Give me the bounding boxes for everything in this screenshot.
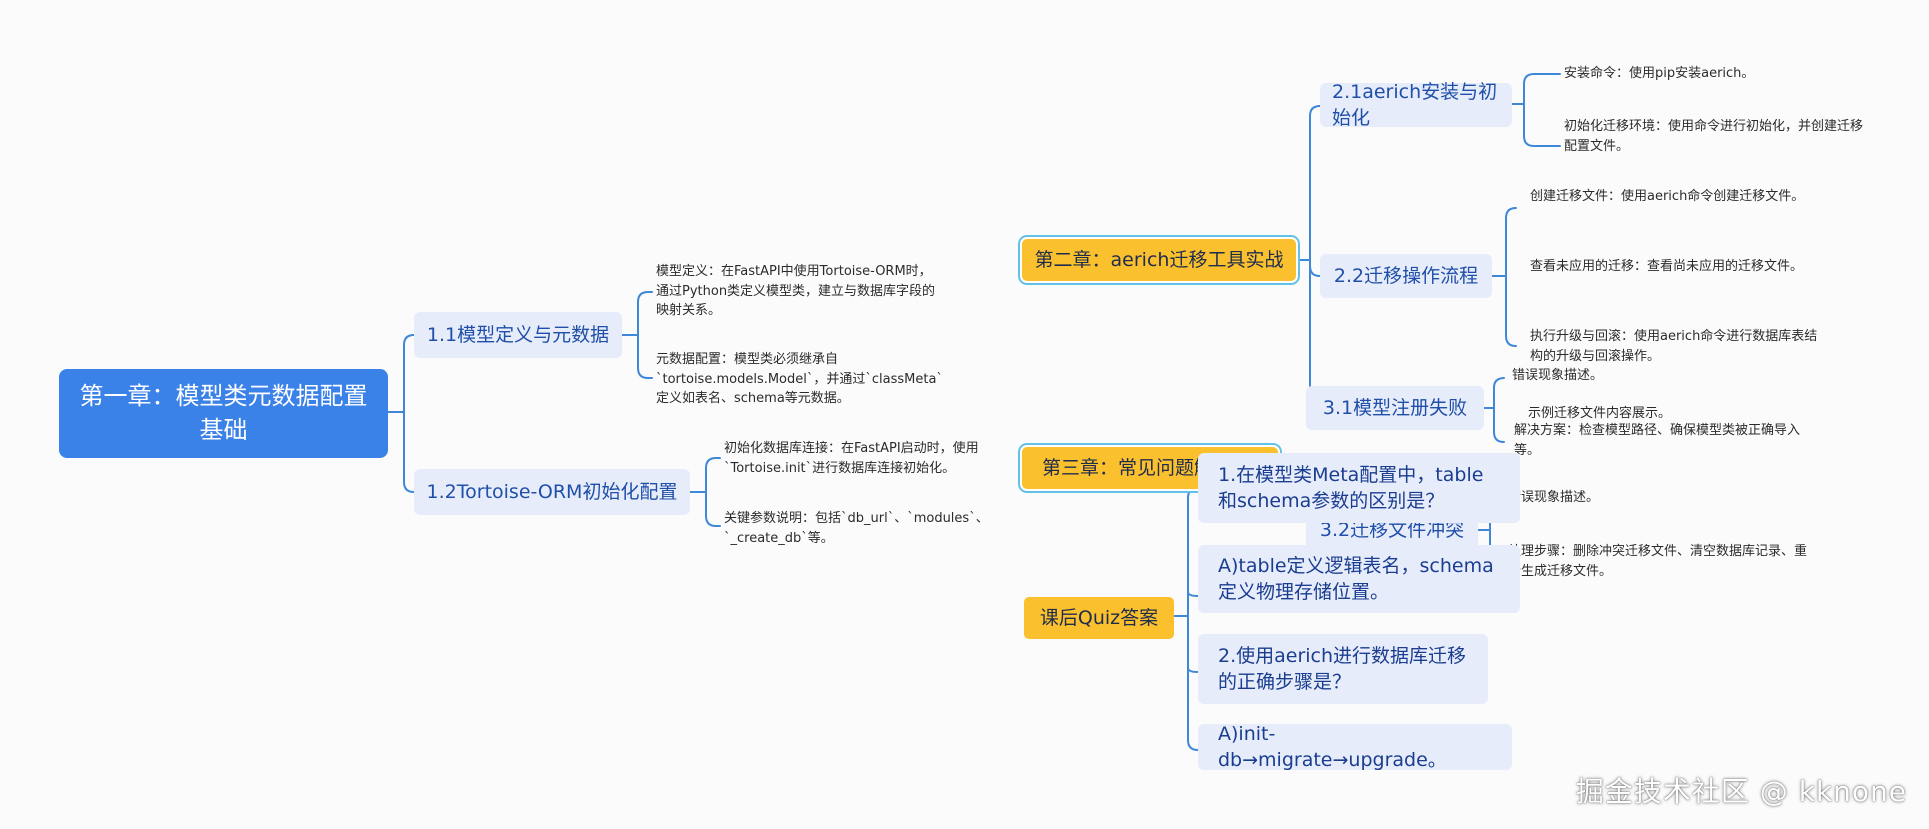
section-3-2-title: 3.2迁移文件冲突: [1319, 518, 1465, 541]
section-2-2-title: 2.2迁移操作流程: [1333, 264, 1479, 287]
root-title: 第一章：模型类元数据配置基础: [79, 382, 368, 444]
leaf-1-1-model-definition: 模型定义：在FastAPI中使用Tortoise-ORM时，通过Python类定…: [656, 264, 936, 318]
connector-s31: [1483, 377, 1505, 443]
connector-s22: [1491, 207, 1517, 347]
section-3-1-title: 3.1模型注册失败: [1322, 396, 1468, 419]
leaf-2-2-create: 创建迁移文件：使用aerich命令创建迁移文件。: [1530, 189, 1805, 204]
quiz-question-2[interactable]: 2.使用aerich进行数据库迁移的正确步骤是？: [1198, 634, 1488, 704]
connector-ch2: [1295, 105, 1321, 417]
chapter-2-node[interactable]: 第二章：aerich迁移工具实战: [1022, 239, 1296, 281]
quiz-answers-node[interactable]: 课后Quiz答案: [1024, 597, 1174, 639]
section-3-1[interactable]: 3.1模型注册失败: [1306, 386, 1484, 430]
leaf-1-1-metadata-config: 元数据配置：模型类必须继承自`tortoise.models.Model`，并通…: [656, 352, 943, 406]
connector-root: [387, 334, 415, 493]
connector-s21: [1511, 73, 1561, 147]
connector-quiz: [1173, 487, 1199, 751]
leaf-1-2-key-params: 关键参数说明：包括`db_url`、`modules`、`_create_db`…: [724, 511, 989, 546]
connector-s12: [689, 457, 721, 527]
chapter-3-title: 第三章：常见问题解: [1042, 456, 1214, 479]
section-2-1-title: 2.1aerich安装与初始化: [1332, 80, 1498, 129]
section-1-2[interactable]: 1.2Tortoise-ORM初始化配置: [414, 469, 690, 515]
leaf-2-1-init-env: 初始化迁移环境：使用命令进行初始化，并创建迁移配置文件。: [1564, 119, 1864, 154]
leaf-1-2-init-connection: 初始化数据库连接：在FastAPI启动时，使用`Tortoise.init`进行…: [724, 441, 979, 476]
leaf-2-2-view-pending: 查看未应用的迁移：查看尚未应用的迁移文件。: [1530, 259, 1804, 274]
leaf-2-1-install: 安装命令：使用pip安装aerich。: [1564, 66, 1755, 81]
section-2-2[interactable]: 2.2迁移操作流程: [1320, 254, 1492, 298]
leaf-3-1-symptom: 错误现象描述。: [1512, 368, 1604, 383]
quiz-answer-2[interactable]: A)init-db→migrate→upgrade。: [1198, 723, 1512, 771]
quiz-question-1[interactable]: 1.在模型类Meta配置中，table和schema参数的区别是？: [1198, 453, 1520, 523]
leaf-2-2-upgrade-rollback: 执行升级与回滚：使用aerich命令进行数据库表结构的升级与回滚操作。: [1530, 329, 1818, 364]
leaf-3-1-solution: 解决方案：检查模型路径、确保模型类被正确导入等。: [1514, 423, 1801, 458]
quiz-answer-1[interactable]: A)table定义逻辑表名，schema定义物理存储位置。: [1198, 545, 1520, 613]
section-1-2-title: 1.2Tortoise-ORM初始化配置: [426, 480, 678, 503]
section-1-1-title: 1.1模型定义与元数据: [426, 323, 610, 346]
section-2-1[interactable]: 2.1aerich安装与初始化: [1320, 81, 1512, 129]
section-1-1[interactable]: 1.1模型定义与元数据: [414, 312, 622, 358]
leaf-3-1-example: 示例迁移文件内容展示。: [1528, 406, 1672, 421]
leaf-3-2-steps: 处理步骤：删除冲突迁移文件、清空数据库记录、重新生成迁移文件。: [1508, 544, 1808, 579]
quiz-answers-title: 课后Quiz答案: [1039, 606, 1159, 629]
root-node[interactable]: 第一章：模型类元数据配置基础: [59, 369, 388, 458]
leaf-3-2-symptom: 错误现象描述。: [1508, 490, 1600, 505]
chapter-2-title: 第二章：aerich迁移工具实战: [1034, 248, 1284, 271]
watermark: 掘金技术社区 @ kknone: [1575, 775, 1907, 808]
connector-s11: [621, 291, 653, 379]
